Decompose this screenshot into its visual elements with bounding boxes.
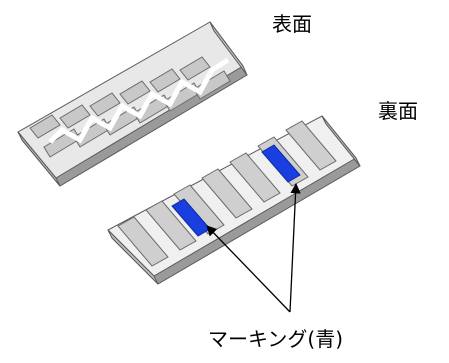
label-marking: マーキング(青) <box>208 327 344 351</box>
label-back-side: 裏面 <box>378 99 418 123</box>
front-chip <box>17 21 248 187</box>
back-chip-endcap-left <box>107 229 159 285</box>
arrow-icon <box>289 182 301 313</box>
front-chip-endcap-right <box>209 21 248 76</box>
label-front-side: 表面 <box>272 12 312 36</box>
marking-blue-areas <box>171 144 301 237</box>
front-chip-endcap-left <box>17 131 61 187</box>
front-chip-terminals <box>29 56 231 158</box>
marking-right <box>261 144 301 183</box>
back-chip <box>107 115 361 285</box>
arrow-icon <box>206 225 291 313</box>
marking-arrows <box>206 182 301 313</box>
back-chip-endcap-right <box>321 115 361 167</box>
front-chip-traces <box>48 57 230 144</box>
